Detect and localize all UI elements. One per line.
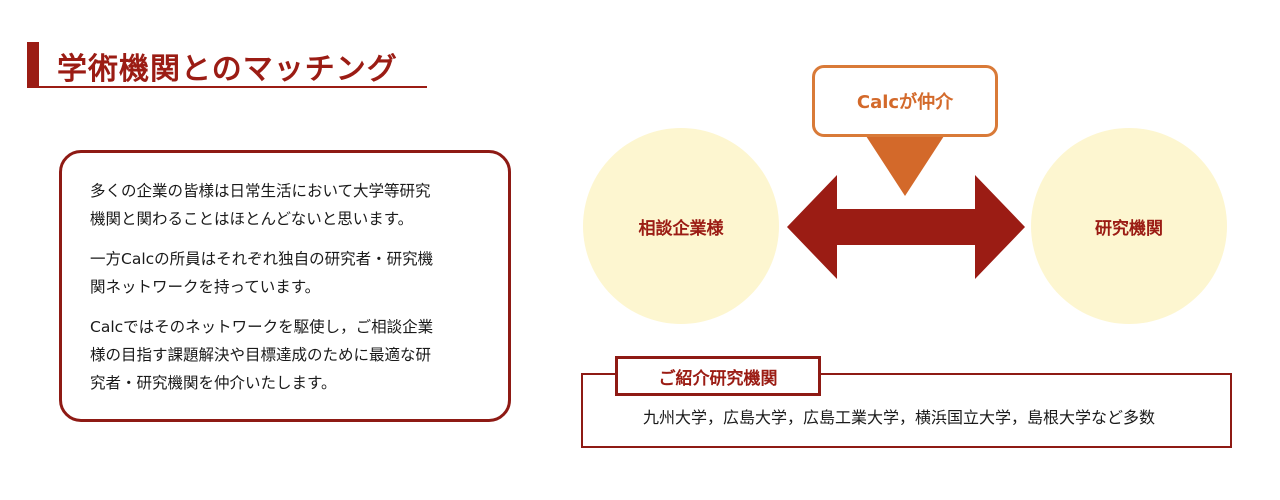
- title-underline: [27, 86, 427, 88]
- description-paragraph-3: Calcではそのネットワークを駆使し，ご相談企業 様の目指す課題解決や目標達成の…: [90, 313, 488, 397]
- client-company-label: 相談企業様: [638, 218, 724, 239]
- description-line: 究者・研究機関を仲介いたします。: [90, 374, 337, 392]
- description-line: 多くの企業の皆様は日常生活において大学等研究: [90, 182, 431, 200]
- page-title: 学術機関とのマッチング: [57, 52, 398, 87]
- double-arrow-icon: [787, 175, 1025, 279]
- description-line: 一方Calcの所員はそれぞれ独自の研究者・研究機: [90, 250, 434, 268]
- description-box: 多くの企業の皆様は日常生活において大学等研究 機関と関わることはほとんどないと思…: [59, 150, 511, 422]
- description-line: Calcではそのネットワークを駆使し，ご相談企業: [90, 318, 434, 336]
- description-line: 機関と関わることはほとんどないと思います。: [90, 210, 414, 228]
- institutions-label-text: ご紹介研究機関: [658, 368, 778, 389]
- section-header: 学術機関とのマッチング: [27, 38, 427, 88]
- description-paragraph-1: 多くの企業の皆様は日常生活において大学等研究 機関と関わることはほとんどないと思…: [90, 177, 488, 233]
- description-paragraph-2: 一方Calcの所員はそれぞれ独自の研究者・研究機 関ネットワークを持っています。: [90, 245, 488, 301]
- mediator-label: Calcが仲介: [856, 92, 954, 113]
- research-institution-label: 研究機関: [1095, 218, 1163, 239]
- title-accent-bar: [27, 42, 39, 88]
- client-company-circle: 相談企業様: [583, 128, 779, 324]
- description-line: 様の目指す課題解決や目標達成のために最適な研: [90, 346, 432, 364]
- research-institution-circle: 研究機関: [1031, 128, 1227, 324]
- institutions-list: 九州大学，広島大学，広島工業大学，横浜国立大学，島根大学など多数: [643, 408, 1156, 427]
- description-line: 関ネットワークを持っています。: [90, 278, 321, 296]
- institutions-label: ご紹介研究機関: [615, 356, 821, 396]
- bubble-pointer-icon: [866, 136, 944, 196]
- mediator-bubble: Calcが仲介: [812, 65, 998, 137]
